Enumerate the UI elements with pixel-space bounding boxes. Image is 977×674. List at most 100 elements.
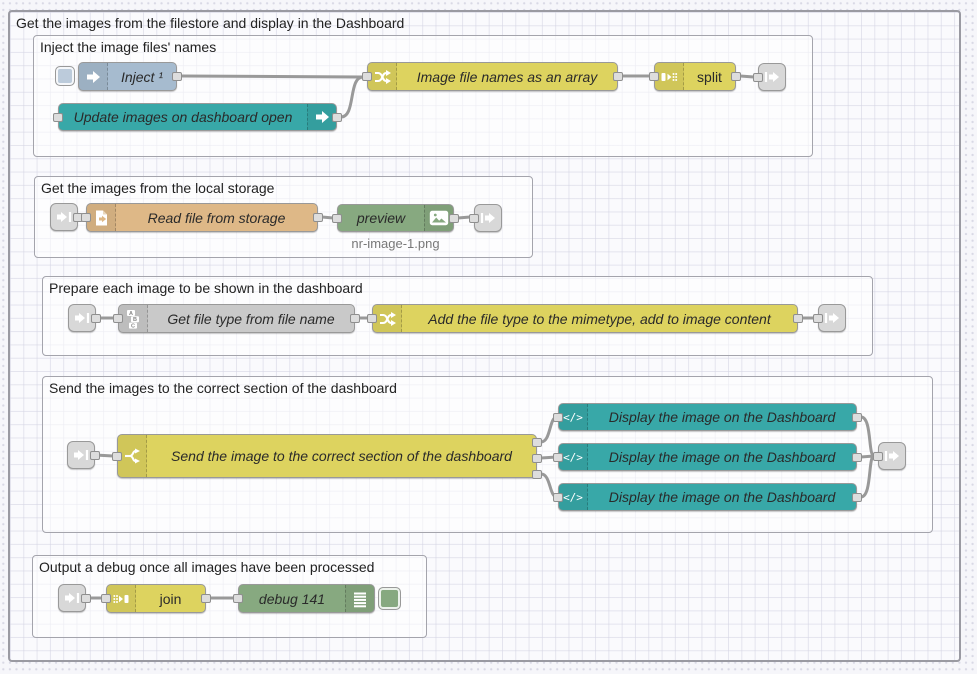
- link-out-icon: [824, 313, 839, 323]
- node-switch[interactable]: Send the image to the correct section of…: [112, 434, 542, 479]
- node-display-3-label: Display the image on the Dashboard: [608, 489, 836, 505]
- file-icon: [87, 204, 116, 231]
- input-port[interactable]: [332, 213, 342, 223]
- input-port[interactable]: [753, 72, 763, 82]
- link-in-icon: [74, 450, 89, 460]
- input-port[interactable]: [53, 112, 63, 122]
- input-port[interactable]: [469, 213, 479, 223]
- node-inject[interactable]: Inject ¹: [78, 62, 182, 91]
- node-join[interactable]: join: [101, 584, 211, 613]
- node-function-mimetype-label: Add the file type to the mimetype, add t…: [428, 310, 771, 327]
- node-switch-label: Send the image to the correct section of…: [171, 448, 512, 464]
- inject-arrow-icon: [307, 104, 336, 130]
- input-port[interactable]: [113, 314, 123, 323]
- input-port[interactable]: [649, 72, 659, 81]
- group-send-title: Send the images to the correct section o…: [49, 380, 397, 396]
- node-preview-label: preview: [356, 210, 406, 226]
- svg-text:A: A: [129, 310, 133, 316]
- output-port[interactable]: [90, 450, 100, 460]
- input-port[interactable]: [362, 72, 372, 81]
- node-link-in-4[interactable]: [67, 441, 100, 469]
- group-debug-title: Output a debug once all images have been…: [39, 559, 375, 575]
- output-port[interactable]: [332, 112, 342, 122]
- abc-icon: A B C: [119, 305, 148, 332]
- output-port[interactable]: [852, 492, 862, 502]
- input-port[interactable]: [233, 594, 243, 603]
- output-port-3[interactable]: [532, 470, 542, 479]
- group-inject[interactable]: Inject the image files' names: [33, 35, 813, 157]
- switch-icon: [118, 435, 147, 477]
- output-port-1[interactable]: [532, 438, 542, 447]
- output-port[interactable]: [852, 452, 862, 462]
- node-link-out-2[interactable]: [469, 204, 502, 232]
- input-port[interactable]: [112, 451, 122, 461]
- group-outer-title: Get the images from the filestore and di…: [16, 15, 405, 31]
- debug-list-icon: [345, 585, 374, 612]
- group-local-storage-title: Get the images from the local storage: [41, 180, 275, 196]
- output-port[interactable]: [613, 72, 623, 81]
- node-get-filetype[interactable]: A B C Get file type from file name: [113, 304, 360, 333]
- join-icon: [107, 585, 136, 612]
- node-display-2[interactable]: </> Display the image on the Dashboard: [553, 443, 862, 471]
- output-port[interactable]: [313, 213, 323, 222]
- node-read-file[interactable]: Read file from storage: [81, 203, 323, 232]
- group-inject-title: Inject the image files' names: [40, 39, 217, 55]
- output-port[interactable]: [793, 314, 803, 323]
- node-display-1-label: Display the image on the Dashboard: [608, 409, 836, 425]
- node-debug[interactable]: debug 141: [233, 584, 375, 613]
- template-code-icon: </>: [559, 444, 588, 470]
- input-port[interactable]: [101, 594, 111, 603]
- node-display-1[interactable]: </> Display the image on the Dashboard: [553, 403, 862, 431]
- output-port[interactable]: [91, 313, 101, 323]
- inject-button[interactable]: [55, 66, 75, 86]
- function-icon: [373, 305, 402, 332]
- output-port[interactable]: [172, 72, 182, 81]
- input-port[interactable]: [873, 451, 883, 461]
- node-link-in-2[interactable]: [50, 203, 83, 231]
- output-port[interactable]: [350, 314, 360, 323]
- node-link-in-3[interactable]: [68, 304, 101, 332]
- output-port[interactable]: [731, 72, 741, 81]
- output-port[interactable]: [81, 593, 91, 603]
- node-get-filetype-label: Get file type from file name: [167, 310, 335, 327]
- input-port[interactable]: [553, 492, 563, 502]
- template-code-icon: </>: [559, 484, 588, 510]
- node-update-images[interactable]: Update images on dashboard open: [53, 103, 342, 131]
- node-debug-label: debug 141: [258, 590, 326, 607]
- output-port[interactable]: [201, 594, 211, 603]
- input-port[interactable]: [81, 213, 91, 222]
- link-out-icon: [884, 451, 899, 461]
- node-display-2-label: Display the image on the Dashboard: [608, 449, 836, 465]
- node-split[interactable]: split: [649, 62, 741, 91]
- node-link-out-1[interactable]: [753, 63, 786, 91]
- group-prepare-title: Prepare each image to be shown in the da…: [49, 280, 363, 296]
- image-icon: [424, 205, 453, 231]
- link-in-icon: [57, 212, 72, 222]
- node-link-out-4[interactable]: [873, 442, 906, 470]
- input-port[interactable]: [813, 313, 823, 323]
- node-update-images-label: Update images on dashboard open: [73, 109, 293, 125]
- output-port[interactable]: [852, 412, 862, 422]
- node-display-3[interactable]: </> Display the image on the Dashboard: [553, 483, 862, 511]
- template-code-icon: </>: [559, 404, 588, 430]
- node-preview[interactable]: preview: [332, 204, 459, 232]
- input-port[interactable]: [367, 314, 377, 323]
- node-join-label: join: [159, 590, 182, 607]
- svg-text:</>: </>: [563, 451, 583, 464]
- function-icon: [368, 63, 397, 90]
- output-port[interactable]: [449, 213, 459, 223]
- input-port[interactable]: [553, 452, 563, 462]
- debug-toggle-button[interactable]: [378, 587, 401, 610]
- link-out-icon: [480, 213, 495, 223]
- input-port[interactable]: [553, 412, 563, 422]
- node-link-out-3[interactable]: [813, 304, 846, 332]
- svg-text:C: C: [131, 323, 135, 329]
- output-port-2[interactable]: [532, 454, 542, 463]
- link-in-icon: [75, 313, 90, 323]
- node-function-filenames[interactable]: Image file names as an array: [362, 62, 623, 91]
- inject-arrow-icon: [79, 63, 108, 90]
- svg-text:</>: </>: [563, 411, 583, 424]
- node-link-in-5[interactable]: [58, 584, 91, 612]
- node-function-mimetype[interactable]: Add the file type to the mimetype, add t…: [367, 304, 803, 333]
